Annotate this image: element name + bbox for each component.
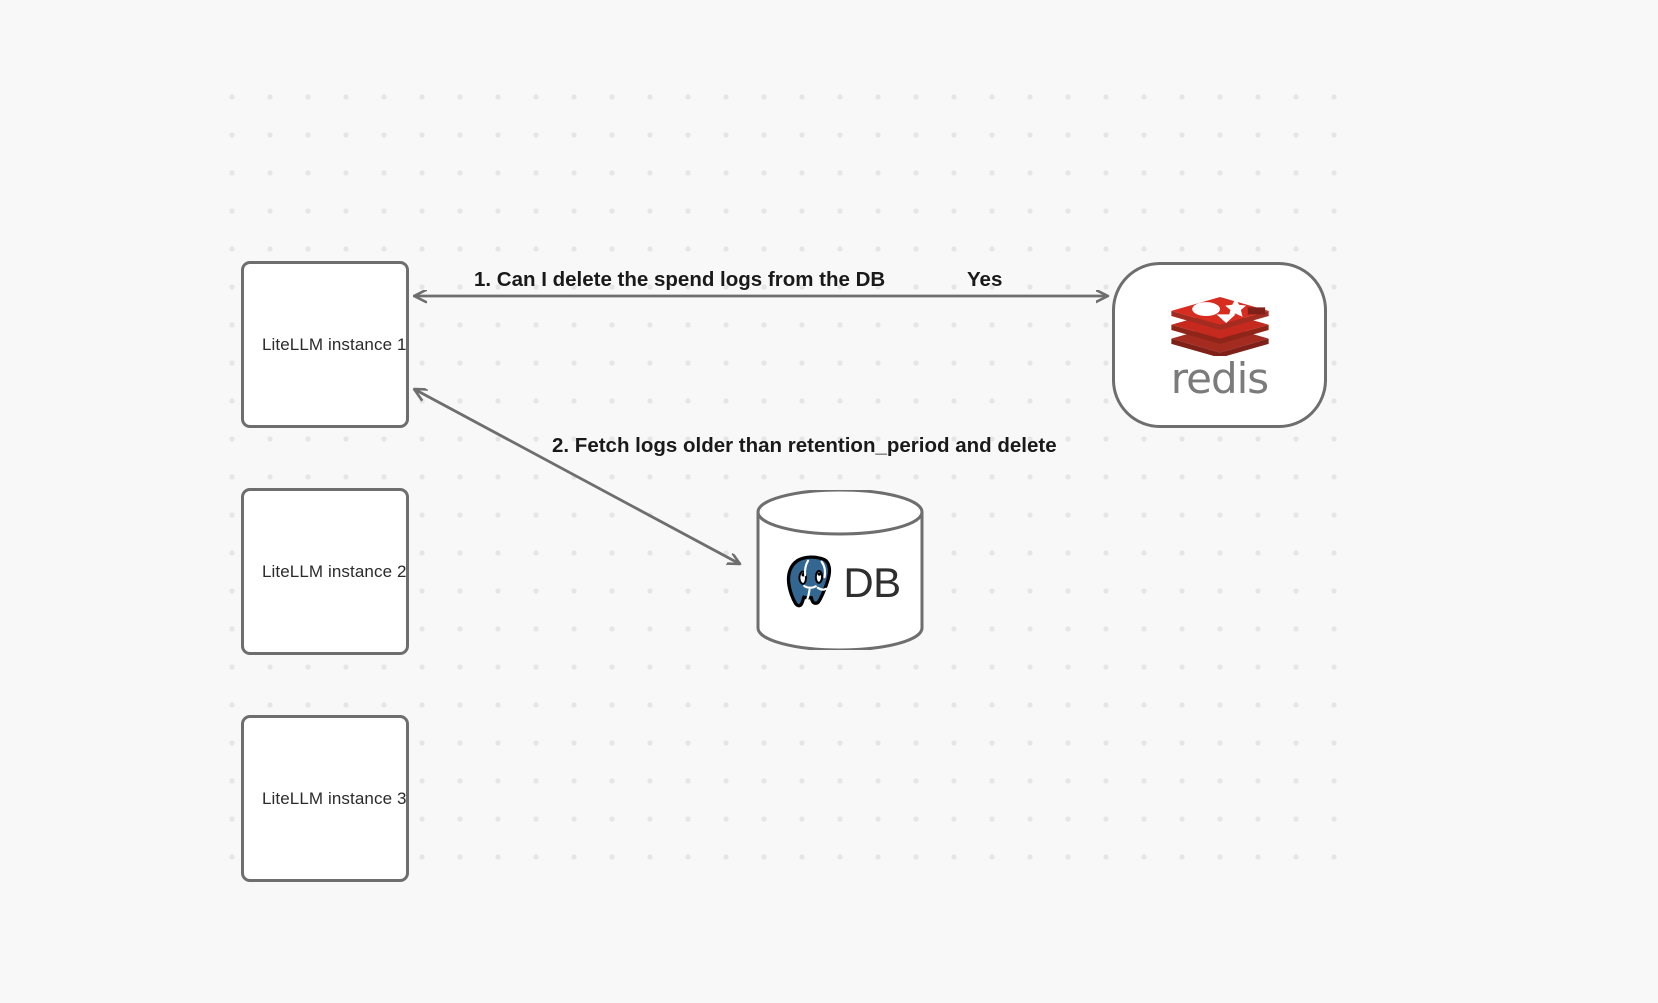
edge-label-step-2: 2. Fetch logs older than retention_perio… [552,434,1057,457]
database-cylinder-shape [756,490,924,650]
node-litellm-instance-2[interactable]: LiteLLM instance 2 [241,488,409,655]
edge-label-yes: Yes [967,268,1003,291]
node-redis[interactable]: redis [1112,262,1327,428]
node-database[interactable]: DB [754,490,926,650]
node-litellm-instance-1-label: LiteLLM instance 1 [262,334,407,354]
postgresql-elephant-icon [787,555,832,608]
node-litellm-instance-2-label: LiteLLM instance 2 [262,561,407,581]
edge-label-step-1: 1. Can I delete the spend logs from the … [474,268,886,291]
node-litellm-instance-1[interactable]: LiteLLM instance 1 [241,261,409,428]
node-litellm-instance-3-label: LiteLLM instance 3 [262,788,407,808]
database-label: DB [843,559,901,606]
redis-logo-icon [1170,296,1269,356]
edge-litellm1-db [414,389,740,564]
redis-wordmark: redis [1170,354,1269,403]
node-litellm-instance-3[interactable]: LiteLLM instance 3 [241,715,409,882]
